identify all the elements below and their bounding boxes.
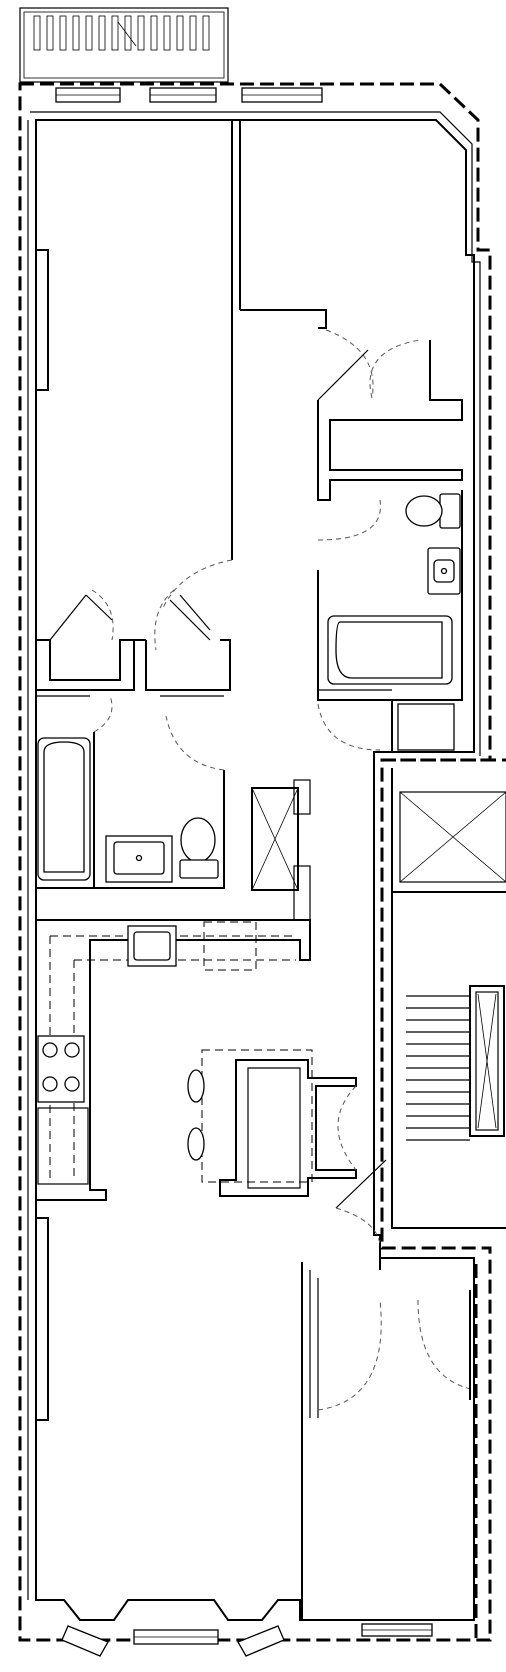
sink-icon <box>127 925 177 967</box>
baluster <box>202 15 210 51</box>
bathtub-icon <box>327 615 453 685</box>
elevator-icon <box>399 791 506 883</box>
toilet-icon <box>179 817 219 879</box>
window-row-top <box>55 87 323 103</box>
shower-icon <box>251 779 311 921</box>
baluster <box>124 15 132 51</box>
lower-unit <box>301 1258 478 1640</box>
island <box>187 1049 387 1245</box>
baluster <box>150 15 158 51</box>
baluster <box>137 15 145 51</box>
stair-icon <box>406 995 470 1141</box>
toilet-icon <box>405 493 461 529</box>
exterior-wall-dashed <box>18 82 492 1642</box>
interior-wall-outline <box>35 119 475 1621</box>
baluster <box>85 15 93 51</box>
door-swings-upper <box>161 329 431 751</box>
baluster <box>98 15 106 51</box>
baluster <box>189 15 197 51</box>
baluster <box>176 15 184 51</box>
baluster <box>46 15 54 51</box>
closet-doors-left <box>36 589 231 691</box>
baluster <box>72 15 80 51</box>
baluster <box>33 15 41 51</box>
balcony <box>19 7 229 83</box>
core <box>382 758 506 1229</box>
balcony-railing <box>33 15 210 51</box>
baluster <box>163 15 171 51</box>
bathtub-icon <box>37 737 91 881</box>
baluster <box>111 15 119 51</box>
upper-partitions <box>231 120 463 560</box>
cooktop-icon <box>37 1035 85 1103</box>
baluster <box>59 15 67 51</box>
sink-icon <box>427 547 461 595</box>
bath-upper <box>317 490 463 752</box>
kitchen <box>35 919 311 1201</box>
window-row-bottom <box>61 1623 433 1657</box>
sink-icon <box>105 835 173 883</box>
bath-lower <box>35 690 225 889</box>
